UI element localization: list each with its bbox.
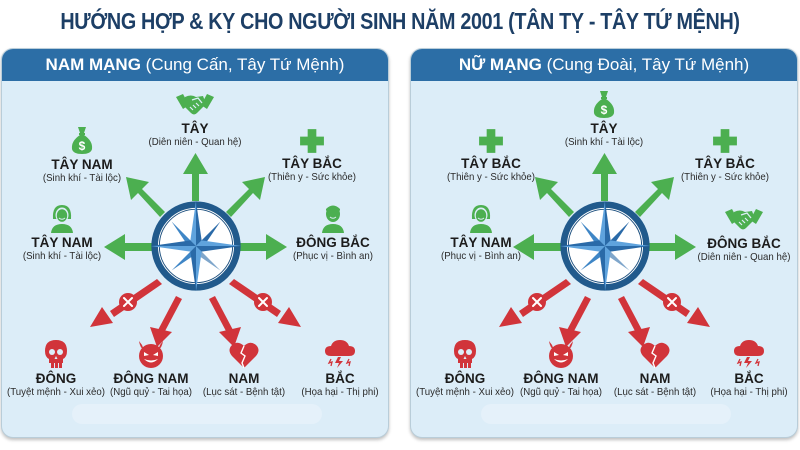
female-person-icon: [49, 203, 75, 233]
direction-name: ĐÔNG BẮC: [707, 236, 781, 251]
direction-meaning: (Thiên y - Sức khỏe): [446, 171, 536, 183]
direction-meaning: (Sinh khí - Tài lộc): [22, 250, 102, 262]
direction-name: TÂY: [590, 121, 618, 136]
direction-bad-2: ĐÔNG NAM (Ngũ quỷ - Tai họa): [486, 339, 636, 399]
direction-arrows: [90, 153, 301, 347]
medical-cross-icon: [299, 128, 325, 154]
broken-heart-icon: [640, 341, 670, 369]
direction-meaning: (Thiên y - Sức khỏe): [680, 171, 770, 183]
panel-header-bold: NAM MẠNG: [45, 55, 141, 74]
direction-meaning: (Sinh khí - Tài lộc): [564, 136, 644, 148]
devil-face-icon: [136, 339, 166, 369]
direction-good-left: TÂY NAM (Sinh khí - Tài lộc): [2, 203, 137, 263]
faded-footer: [72, 404, 322, 424]
medical-cross-icon: [712, 128, 738, 154]
direction-meaning: (Phục vị - Bình an): [292, 250, 373, 262]
direction-meaning: (Lục sát - Bệnh tật): [202, 386, 286, 398]
medical-cross-icon: [478, 128, 504, 154]
direction-meaning: (Diên niên - Quan hệ): [148, 136, 242, 148]
panel-header: NAM MẠNG (Cung Cấn, Tây Tứ Mệnh): [2, 49, 388, 81]
direction-good-left: TÂY NAM (Phục vị - Bình an): [411, 203, 556, 263]
direction-meaning: (Tuyệt mệnh - Xui xẻo): [416, 386, 514, 398]
panel-header-detail: (Cung Cấn, Tây Tứ Mệnh): [140, 55, 345, 74]
direction-meaning: (Sinh khí - Tài lộc): [42, 172, 122, 184]
direction-name: ĐÔNG NAM: [113, 371, 189, 386]
male-person-icon: [320, 203, 346, 233]
direction-good-top: TÂY (Sinh khí - Tài lộc): [529, 89, 679, 149]
direction-name: ĐÔNG: [444, 371, 486, 386]
direction-meaning: (Thiên y - Sức khỏe): [267, 171, 357, 183]
direction-name: TÂY NAM: [450, 235, 512, 250]
skull-icon: [43, 339, 69, 369]
direction-name: ĐÔNG NAM: [523, 371, 599, 386]
direction-bad-4: BẮC (Họa hại - Thị phi): [674, 339, 797, 399]
devil-face-icon: [546, 339, 576, 369]
direction-good-right: ĐÔNG BẮC (Diên niên - Quan hệ): [669, 206, 797, 264]
direction-name: TÂY NAM: [31, 235, 93, 250]
direction-meaning: (Lục sát - Bệnh tật): [613, 386, 697, 398]
direction-name: TÂY NAM: [51, 157, 113, 172]
broken-heart-icon: [229, 341, 259, 369]
handshake-icon: [175, 91, 215, 119]
skull-icon: [452, 339, 478, 369]
direction-meaning: (Ngũ quỷ - Tai họa): [520, 386, 602, 398]
direction-good-upper-left: TÂY NAM (Sinh khí - Tài lộc): [7, 125, 157, 185]
direction-good-upper-right: TÂY BẮC (Thiên y - Sức khỏe): [237, 128, 387, 184]
direction-bad-1: ĐÔNG (Tuyệt mệnh - Xui xẻo): [411, 339, 540, 399]
direction-name: TÂY BẮC: [461, 156, 521, 171]
panel-nu-mang: NỮ MẠNG (Cung Đoài, Tây Tứ Mệnh): [410, 48, 798, 438]
direction-name: TÂY BẮC: [695, 156, 755, 171]
money-bag-icon: [70, 125, 94, 155]
direction-good-right: ĐÔNG BẮC (Phục vị - Bình an): [258, 203, 388, 263]
compass-rose-icon: [151, 201, 241, 291]
panel-header: NỮ MẠNG (Cung Đoài, Tây Tứ Mệnh): [411, 49, 797, 81]
direction-good-top: TÂY (Diên niên - Quan hệ): [120, 91, 270, 149]
money-bag-icon: [592, 89, 616, 119]
panel-header-detail: (Cung Đoài, Tây Tứ Mệnh): [541, 55, 750, 74]
compass-rose-icon: [560, 201, 650, 291]
direction-name: NAM: [228, 371, 260, 386]
storm-cloud-icon: [733, 339, 765, 369]
direction-bad-2: ĐÔNG NAM (Ngũ quỷ - Tai họa): [76, 339, 226, 399]
direction-name: NAM: [639, 371, 671, 386]
storm-cloud-icon: [324, 339, 356, 369]
direction-bad-1: ĐÔNG (Tuyệt mệnh - Xui xẻo): [2, 339, 131, 399]
direction-meaning: (Ngũ quỷ - Tai họa): [110, 386, 192, 398]
direction-bad-3: NAM (Lục sát - Bệnh tật): [169, 341, 319, 399]
direction-name: ĐÔNG: [35, 371, 77, 386]
faded-footer: [481, 404, 731, 424]
female-person-icon: [468, 203, 494, 233]
direction-name: ĐÔNG BẮC: [296, 235, 370, 250]
direction-arrows: [499, 153, 710, 347]
page-title: HƯỚNG HỢP & KỴ CHO NGƯỜI SINH NĂM 2001 (…: [60, 8, 740, 34]
direction-meaning: (Diên niên - Quan hệ): [697, 251, 791, 263]
direction-meaning: (Họa hại - Thị phi): [710, 386, 788, 398]
direction-bad-4: BẮC (Họa hại - Thị phi): [265, 339, 388, 399]
direction-meaning: (Tuyệt mệnh - Xui xẻo): [7, 386, 105, 398]
panel-nam-mang: NAM MẠNG (Cung Cấn, Tây Tứ Mệnh): [1, 48, 389, 438]
handshake-icon: [724, 206, 764, 234]
panel-header-bold: NỮ MẠNG: [458, 55, 542, 74]
direction-name: BẮC: [734, 371, 764, 386]
direction-good-upper-left: TÂY BẮC (Thiên y - Sức khỏe): [416, 128, 566, 184]
direction-bad-3: NAM (Lục sát - Bệnh tật): [580, 341, 730, 399]
direction-good-upper-right: TÂY BẮC (Thiên y - Sức khỏe): [650, 128, 797, 184]
direction-name: BẮC: [325, 371, 355, 386]
direction-name: TÂY: [181, 121, 209, 136]
direction-meaning: (Họa hại - Thị phi): [301, 386, 379, 398]
direction-name: TÂY BẮC: [282, 156, 342, 171]
direction-meaning: (Phục vị - Bình an): [440, 250, 521, 262]
